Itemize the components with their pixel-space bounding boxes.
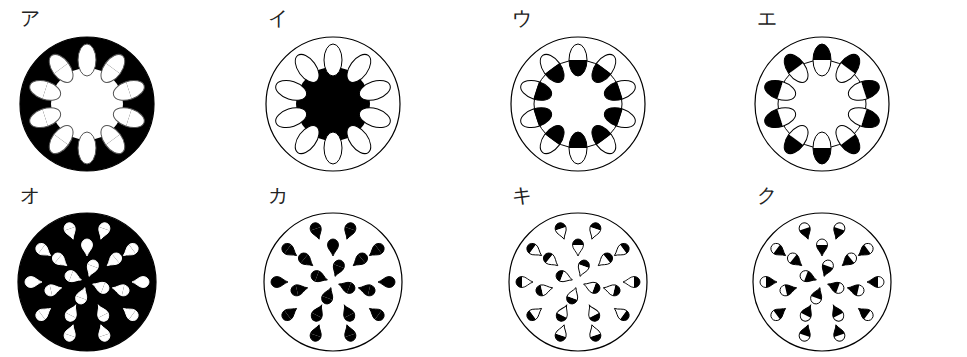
figure-letter: キ (512, 183, 532, 207)
figure-letter: ア (20, 6, 40, 30)
section-u (511, 37, 645, 171)
figure-letter: ク (757, 183, 777, 207)
section-o (18, 213, 156, 351)
section-ka (264, 213, 402, 351)
figure-letter: オ (20, 183, 40, 207)
section-i (266, 37, 400, 171)
figure-letter: エ (757, 6, 777, 30)
section-ku (753, 213, 891, 351)
section-e (755, 37, 889, 171)
section-a (20, 37, 154, 171)
figure-letter: イ (268, 6, 288, 30)
figure-letter: カ (268, 183, 288, 207)
section-ki (509, 213, 647, 351)
figure-letter: ウ (512, 6, 532, 30)
